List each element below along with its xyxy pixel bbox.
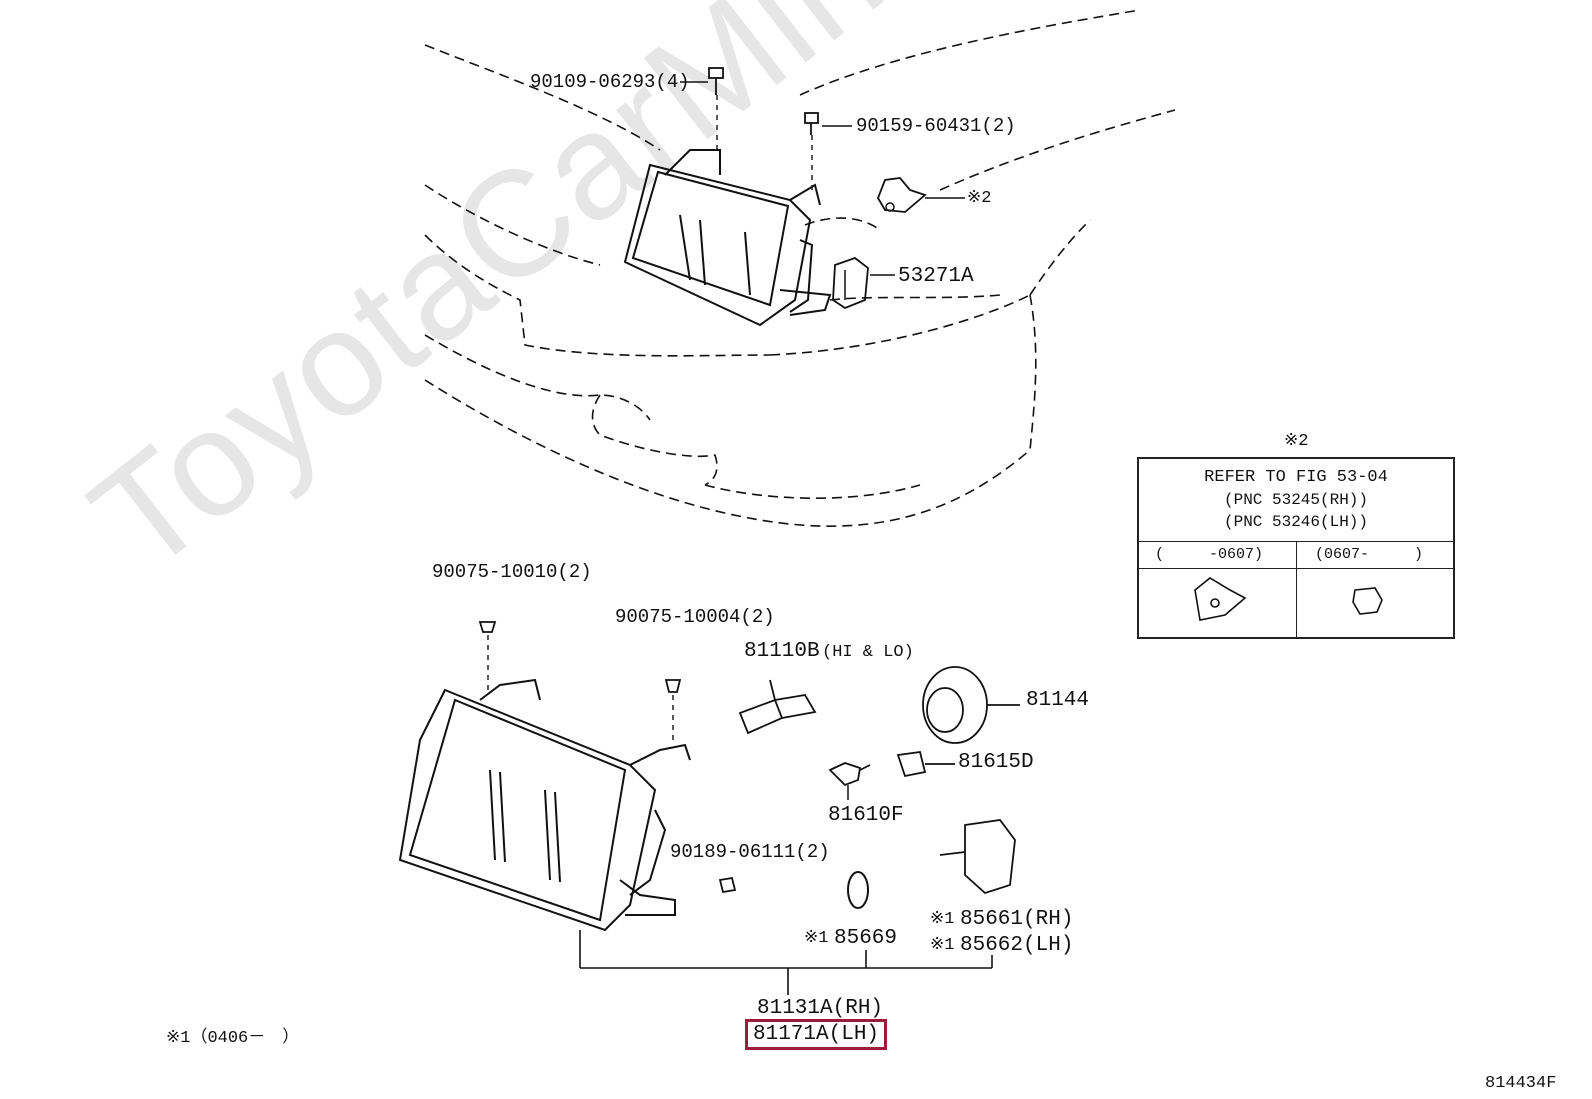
gasket-icon bbox=[847, 871, 869, 909]
label-gasket[interactable]: 85669 bbox=[834, 927, 898, 950]
screw-icons bbox=[478, 621, 682, 693]
headlamp-bottom-drawing bbox=[398, 678, 691, 932]
label-bulb-small[interactable]: 81610F bbox=[828, 804, 904, 827]
bolt-top-icons bbox=[708, 67, 819, 135]
ref-box-header: REFER TO FIG 53-04 (PNC 53245(RH)) (PNC … bbox=[1139, 459, 1453, 542]
reference-box: REFER TO FIG 53-04 (PNC 53245(RH)) (PNC … bbox=[1137, 457, 1455, 639]
label-bolt-a[interactable]: 90109-06293(4) bbox=[530, 71, 690, 93]
label-assy-rh[interactable]: 81131A(RH) bbox=[757, 997, 884, 1020]
ref-box-col-left: ( -0607) bbox=[1155, 546, 1264, 563]
figure-code: 814434F bbox=[1485, 1074, 1557, 1093]
label-screw-a[interactable]: 90075-10010(2) bbox=[432, 561, 592, 583]
label-nut[interactable]: 90189-06111(2) bbox=[670, 841, 830, 863]
vehicle-body-outline bbox=[424, 9, 1176, 527]
nut-icon bbox=[718, 876, 737, 894]
label-cover[interactable]: 81144 bbox=[1026, 689, 1090, 712]
label-bulb-main-note: (HI & LO) bbox=[822, 643, 914, 662]
label-screw-b[interactable]: 90075-10004(2) bbox=[615, 606, 775, 628]
ref-box-mark: ※2 bbox=[1284, 432, 1309, 451]
ref-box-col-right: (0607- ) bbox=[1315, 546, 1424, 563]
ref-box-line1: REFER TO FIG 53-04 bbox=[1204, 468, 1388, 487]
label-actuator-mark-lh: ※1 bbox=[930, 936, 955, 955]
label-actuator-mark-rh: ※1 bbox=[930, 910, 955, 929]
dust-cover-icon bbox=[922, 666, 1020, 744]
socket-icon bbox=[896, 750, 955, 778]
label-bracket-ref[interactable]: ※2 bbox=[967, 189, 992, 208]
label-bolt-b[interactable]: 90159-60431(2) bbox=[856, 115, 1016, 137]
label-socket[interactable]: 81615D bbox=[958, 751, 1034, 774]
ref-box-part-icons bbox=[1194, 577, 1383, 621]
ref-box-divider bbox=[1296, 542, 1297, 637]
label-bulb-main[interactable]: 81110B bbox=[744, 640, 820, 663]
label-retainer[interactable]: 53271A bbox=[898, 265, 974, 288]
ref-box-line2: (PNC 53245(RH)) bbox=[1223, 491, 1369, 509]
label-gasket-mark: ※1 bbox=[804, 929, 829, 948]
actuator-icon bbox=[939, 819, 1016, 895]
headlamp-top-drawing bbox=[623, 149, 832, 327]
assembly-bracket-lines bbox=[579, 930, 993, 995]
label-actuator-rh[interactable]: 85661(RH) bbox=[960, 908, 1074, 931]
footer-note: ※1（0406－ ） bbox=[166, 1029, 300, 1048]
bulb-small-icon bbox=[828, 762, 871, 787]
bulb-main-icon bbox=[738, 679, 817, 735]
retainer-icon bbox=[832, 256, 869, 310]
bracket-icon bbox=[877, 177, 927, 213]
label-actuator-lh[interactable]: 85662(LH) bbox=[960, 934, 1074, 957]
label-assy-lh-highlighted[interactable]: 81171A(LH) bbox=[745, 1019, 888, 1050]
ref-box-line3: (PNC 53246(LH)) bbox=[1223, 513, 1369, 531]
